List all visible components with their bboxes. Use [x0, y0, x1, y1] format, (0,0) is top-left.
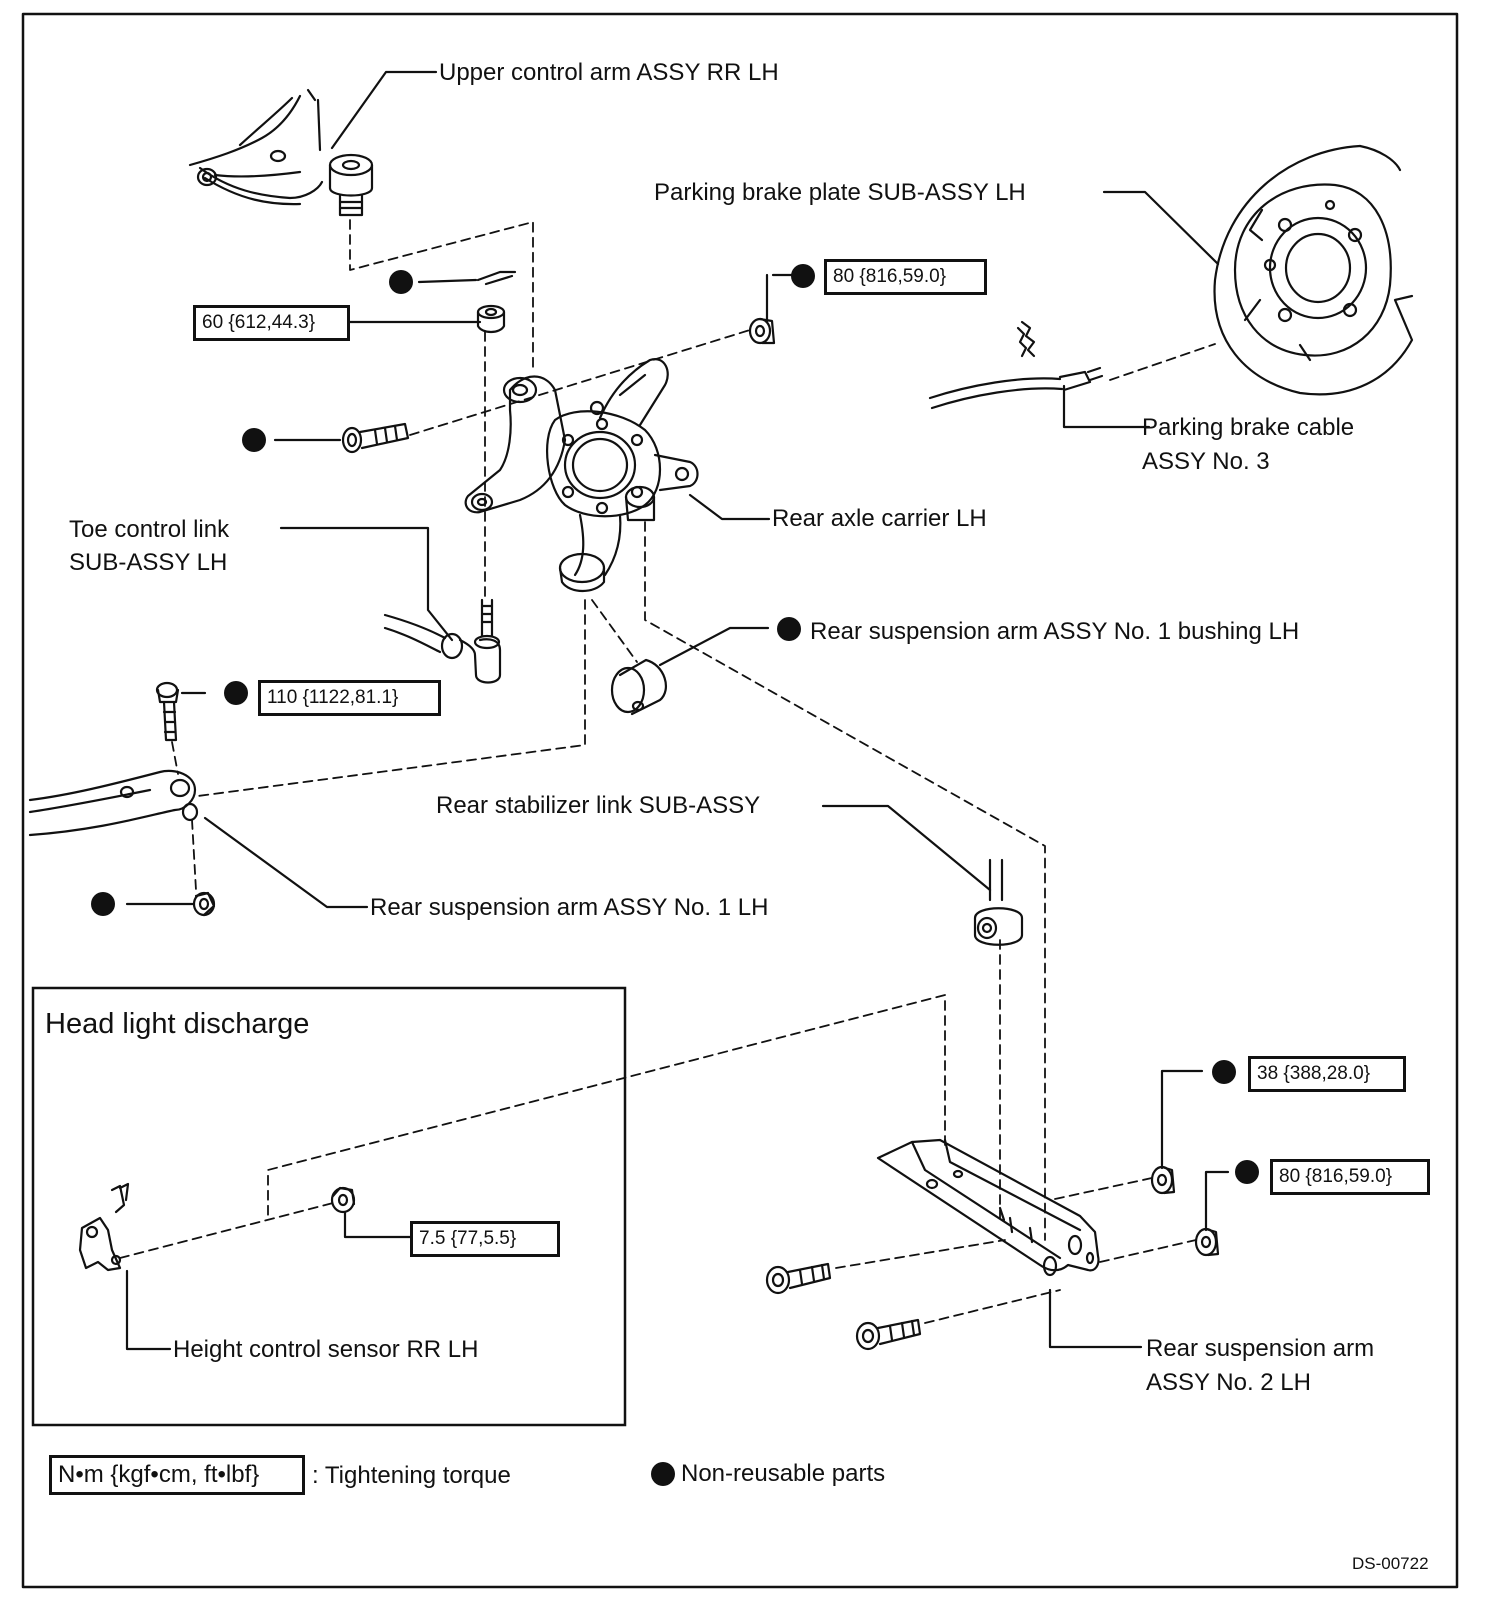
torque-80-lower: 80 {816,59.0}: [1270, 1159, 1430, 1195]
nonreusable-dot-bolt-110: [224, 681, 248, 705]
label-arm-no1: Rear suspension arm ASSY No. 1 LH: [370, 894, 769, 921]
assembly-dashed-lines: [119, 219, 1216, 1324]
bolt-110-drawing: [155, 681, 180, 742]
rear-suspension-arm-no1-drawing: [28, 769, 199, 837]
torque-60: 60 {612,44.3}: [193, 305, 350, 341]
rear-axle-carrier-drawing: [464, 358, 699, 593]
cotter-pin-drawing: [476, 270, 517, 286]
label-rear-stabilizer-link: Rear stabilizer link SUB-ASSY: [436, 792, 761, 819]
arm-no1-nut-drawing: [192, 891, 216, 917]
label-arm-no2-2: ASSY No. 2 LH: [1146, 1369, 1311, 1396]
nut-60-drawing: [476, 304, 506, 334]
rear-suspension-arm-no2-drawing: [876, 1138, 1100, 1277]
nonreusable-dot-bushing: [777, 617, 801, 641]
figure-frame: [21, 12, 1459, 1589]
nonreusable-dot-nut-80-upper: [791, 264, 815, 288]
parking-brake-plate-drawing: [1213, 144, 1414, 396]
nonreusable-dot-nut-80-lower: [1235, 1160, 1259, 1184]
inset-frame: [31, 986, 627, 1427]
label-arm-no1-bushing: Rear suspension arm ASSY No. 1 bushing L…: [810, 618, 1300, 645]
sensor-nut-drawing: [330, 1186, 356, 1214]
torque-110: 110 {1122,81.1}: [258, 680, 441, 716]
label-height-control-sensor: Height control sensor RR LH: [173, 1336, 479, 1363]
label-toe-control-link-2: SUB-ASSY LH: [69, 549, 228, 576]
nut-38-drawing: [1150, 1165, 1176, 1195]
nonreusable-dot-arm-no1-nut: [91, 892, 115, 916]
upper-control-arm-drawing: [188, 88, 374, 217]
bushing-drawing: [610, 658, 667, 716]
label-parking-brake-cable-1: Parking brake cable: [1142, 414, 1355, 441]
torque-7-5: 7.5 {77,5.5}: [410, 1221, 560, 1257]
arm-no2-bolt-upper-drawing: [765, 1262, 832, 1295]
label-upper-control-arm: Upper control arm ASSY RR LH: [439, 59, 779, 86]
label-parking-brake-plate: Parking brake plate SUB-ASSY LH: [654, 179, 1026, 206]
rear-stabilizer-link-drawing: [973, 858, 1024, 946]
torque-38: 38 {388,28.0}: [1248, 1056, 1406, 1092]
nonreusable-dot-nut-38: [1212, 1060, 1236, 1084]
legend-nonreusable-text: Non-reusable parts: [681, 1460, 886, 1487]
height-control-sensor-drawing: [78, 1182, 130, 1272]
torque-80-upper: 80 {816,59.0}: [824, 259, 987, 295]
nut-80-upper-drawing: [748, 317, 776, 345]
parking-brake-cable-drawing: [928, 320, 1104, 410]
nonreusable-dot-carrier-bolt: [242, 428, 266, 452]
legend-torque-unit: N•m {kgf•cm, ft•lbf}: [49, 1455, 305, 1495]
leader-lines: [125, 70, 1230, 1351]
toe-control-link-drawing: [383, 598, 502, 684]
nonreusable-dot-cotter-pin: [389, 270, 413, 294]
nut-80-lower-drawing: [1194, 1227, 1220, 1257]
label-rear-axle-carrier: Rear axle carrier LH: [772, 505, 987, 532]
inset-title: Head light discharge: [45, 1008, 310, 1040]
carrier-bolt-drawing: [341, 422, 410, 454]
label-parking-brake-cable-2: ASSY No. 3: [1142, 448, 1270, 475]
arm-no2-bolt-lower-drawing: [855, 1318, 922, 1351]
legend-nonreusable-dot: [651, 1462, 675, 1486]
label-arm-no2-1: Rear suspension arm: [1146, 1335, 1375, 1362]
legend-torque-text: : Tightening torque: [312, 1462, 511, 1489]
figure-code: DS-00722: [1352, 1554, 1429, 1573]
label-toe-control-link-1: Toe control link: [69, 516, 230, 543]
